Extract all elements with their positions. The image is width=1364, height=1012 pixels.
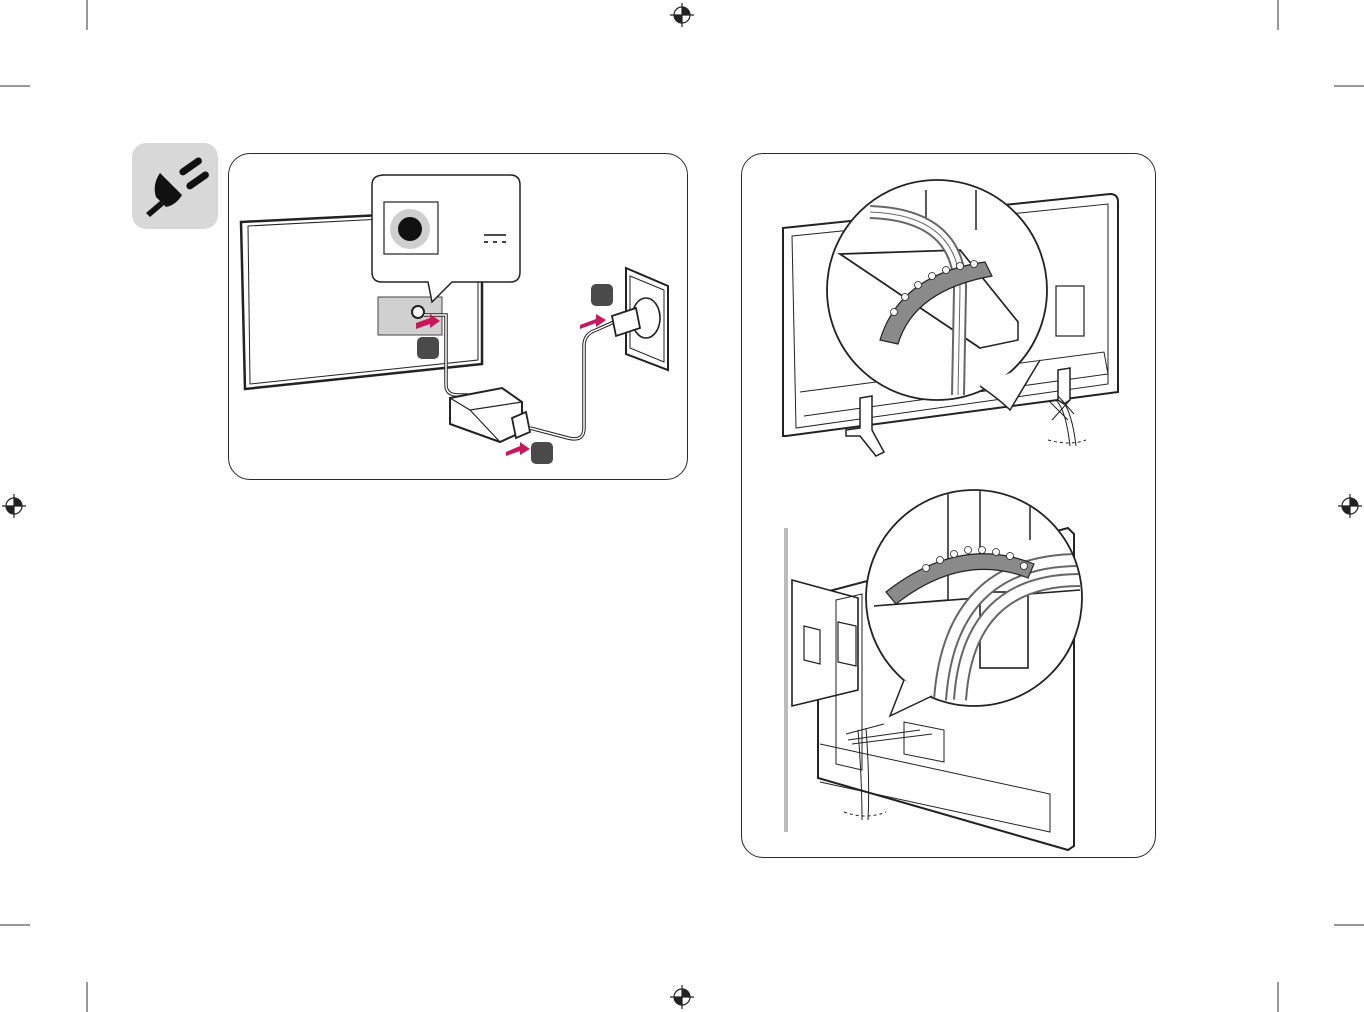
cable-holder-wall-mount xyxy=(786,490,1082,850)
cable-holder-stand-mount xyxy=(783,180,1118,456)
